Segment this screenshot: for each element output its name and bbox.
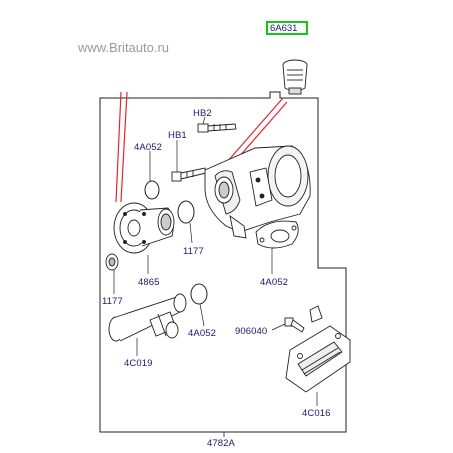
highlighted-part-box[interactable]: 6A631: [266, 21, 308, 35]
part-hb1-bolt: [171, 167, 207, 182]
part-main-housing: [204, 145, 311, 239]
label-1177-mid[interactable]: 1177: [183, 246, 204, 257]
label-906040[interactable]: 906040: [235, 326, 268, 337]
label-4a052-right[interactable]: 4A052: [260, 277, 288, 288]
label-4c016[interactable]: 4C016: [302, 408, 331, 419]
assembly-boundary: [99, 91, 347, 433]
label-hb2[interactable]: HB2: [193, 108, 212, 119]
part-4c016-valve-body: [285, 305, 351, 393]
label-4c019[interactable]: 4C019: [124, 358, 153, 369]
label-4782a[interactable]: 4782A: [207, 438, 235, 449]
part-4c019-solenoid: [108, 293, 187, 342]
part-4865-pump-body: [113, 202, 175, 254]
label-6a631: 6A631: [270, 23, 298, 34]
label-4a052-bottom[interactable]: 4A052: [188, 328, 216, 339]
part-4a052-oring-top: [144, 180, 160, 200]
part-1177-fitting-left: [105, 253, 119, 271]
red-leader-1: [115, 91, 122, 203]
part-4a052-oring-bottom: [190, 283, 208, 305]
part-6a631-filter: [282, 59, 308, 95]
label-1177-left[interactable]: 1177: [102, 296, 123, 307]
label-4a052-top[interactable]: 4A052: [134, 142, 162, 153]
part-906040-bolt: [284, 317, 305, 333]
part-4a052-gasket-right: [255, 220, 299, 249]
part-hb2-bolt: [197, 123, 237, 133]
watermark-text: www.Britauto.ru: [78, 40, 170, 55]
red-leader-2: [120, 91, 128, 203]
label-hb1[interactable]: HB1: [168, 130, 187, 141]
part-1177-oring-mid: [177, 200, 195, 224]
label-4865[interactable]: 4865: [138, 277, 160, 288]
